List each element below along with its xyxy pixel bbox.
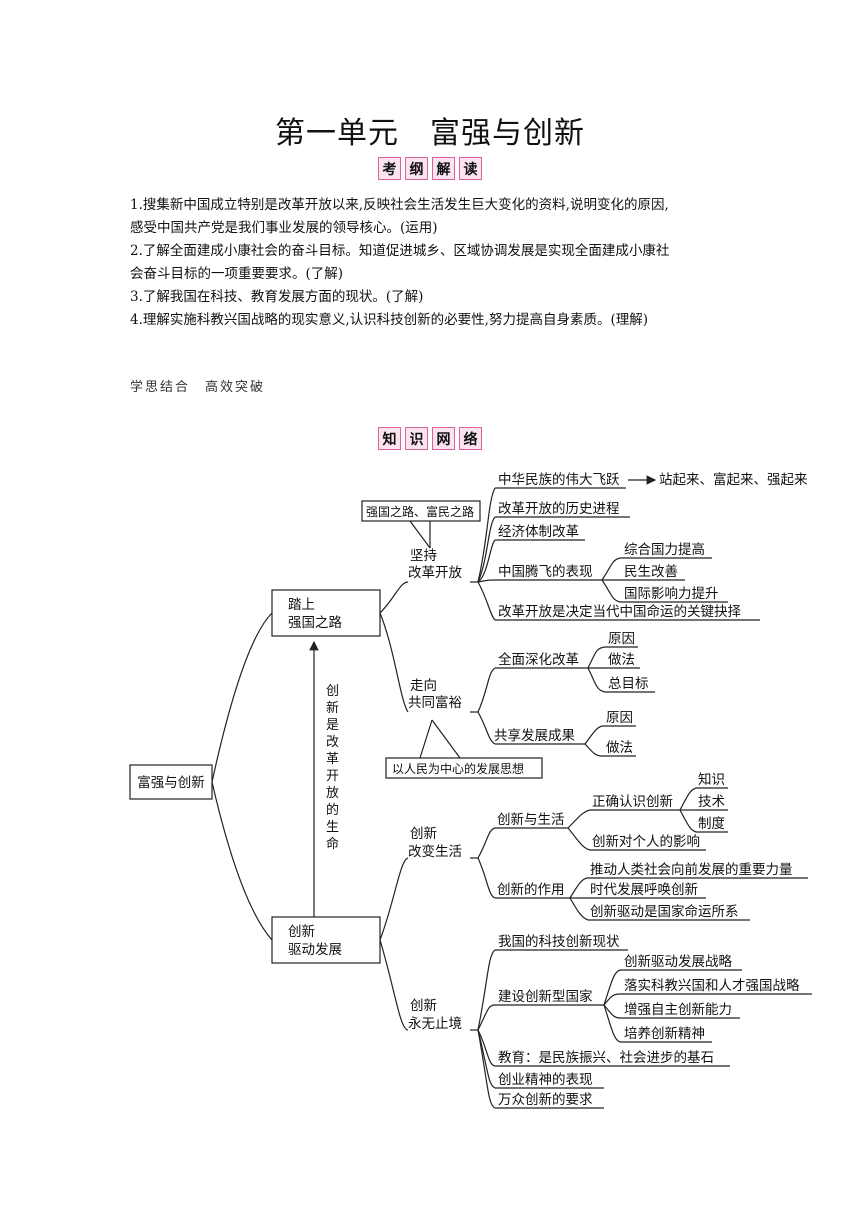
leaf-label: 技术 bbox=[698, 794, 725, 810]
leaf-label: 综合国力提高 bbox=[624, 541, 705, 558]
leaf-label: 创新的作用 bbox=[497, 882, 565, 898]
outline-line: 会奋斗目标的一项重要要求。(了解) bbox=[130, 266, 344, 282]
link-char: 革 bbox=[326, 752, 339, 767]
node-label: 改变生活 bbox=[408, 844, 462, 860]
link-char: 新 bbox=[326, 700, 339, 716]
section-label: 学思结合 高效突破 bbox=[130, 380, 266, 395]
badge-char: 络 bbox=[459, 427, 482, 450]
callout-people: 以人民为中心的发展思想 bbox=[392, 761, 524, 776]
outline-line: 1.搜集新中国成立特别是改革开放以来,反映社会生活发生巨大变化的资料,说明变化的… bbox=[130, 197, 669, 213]
leaf-label: 培养创新精神 bbox=[624, 1026, 705, 1042]
callout-road: 强国之路、富民之路 bbox=[366, 504, 474, 519]
leaf-label: 中华民族的伟大飞跃 bbox=[498, 472, 620, 488]
link-char: 开 bbox=[326, 769, 339, 784]
leaf-label: 知识 bbox=[698, 771, 725, 788]
badge-char: 识 bbox=[405, 427, 428, 450]
leaf-label: 站起来、富起来、强起来 bbox=[659, 471, 808, 488]
branch2-line2: 驱动发展 bbox=[288, 942, 342, 958]
leaf-label: 做法 bbox=[606, 740, 633, 756]
leaf-label: 教育：是民族振兴、社会进步的基石 bbox=[498, 1049, 714, 1066]
node-label: 坚持 bbox=[410, 548, 437, 564]
link-char: 生 bbox=[326, 820, 339, 835]
branch1-line2: 强国之路 bbox=[288, 615, 342, 631]
badge-char: 知 bbox=[378, 427, 401, 450]
link-char: 的 bbox=[326, 802, 339, 818]
leaf-label: 做法 bbox=[608, 652, 635, 668]
outline-line: 4.理解实施科教兴国战略的现实意义,认识科技创新的必要性,努力提高自身素质。(理… bbox=[130, 312, 648, 328]
link-char: 改 bbox=[326, 735, 339, 750]
leaf-label: 创新对个人的影响 bbox=[592, 834, 700, 850]
leaf-label: 创新驱动发展战略 bbox=[624, 954, 732, 970]
leaf-label: 原因 bbox=[608, 631, 635, 647]
outline-line: 2.了解全面建成小康社会的奋斗目标。知道促进城乡、区域协调发展是实现全面建成小康… bbox=[130, 243, 670, 259]
branch1-line1: 踏上 bbox=[288, 597, 315, 613]
node-label: 共同富裕 bbox=[408, 694, 462, 711]
leaf-label: 落实科教兴国和人才强国战略 bbox=[624, 978, 800, 994]
link-char: 创 bbox=[326, 684, 339, 699]
node-label: 创新 bbox=[410, 826, 437, 842]
link-char: 是 bbox=[326, 718, 339, 733]
leaf-label: 创新与生活 bbox=[497, 812, 565, 828]
leaf-label: 制度 bbox=[698, 816, 725, 832]
badge-char: 纲 bbox=[405, 157, 428, 180]
leaf-label: 改革开放的历史进程 bbox=[498, 501, 620, 517]
leaf-label: 建设创新型国家 bbox=[498, 988, 593, 1005]
leaf-label: 推动人类社会向前发展的重要力量 bbox=[590, 861, 793, 878]
leaf-label: 创新驱动是国家命运所系 bbox=[590, 903, 739, 920]
badge-char: 考 bbox=[378, 157, 401, 180]
leaf-label: 经济体制改革 bbox=[498, 524, 579, 540]
node-label: 永无止境 bbox=[408, 1016, 462, 1032]
leaf-label: 创业精神的表现 bbox=[498, 1072, 593, 1088]
leaf-label: 我国的科技创新现状 bbox=[498, 934, 620, 950]
network-badge: 知 识 网 络 bbox=[0, 427, 860, 450]
leaf-label: 改革开放是决定当代中国命运的关键抉择 bbox=[498, 603, 741, 620]
leaf-label: 中国腾飞的表现 bbox=[498, 563, 593, 580]
leaf-label: 民生改善 bbox=[624, 564, 678, 580]
link-char: 放 bbox=[326, 786, 339, 801]
node-label: 走向 bbox=[410, 678, 437, 694]
leaf-label: 原因 bbox=[606, 710, 633, 726]
badge-char: 网 bbox=[432, 427, 455, 450]
vertical-link: 创 新 是 改 革 开 放 的 生 命 bbox=[326, 684, 339, 852]
page-title: 第一单元 富强与创新 bbox=[275, 116, 585, 151]
link-char: 命 bbox=[326, 836, 339, 852]
outline-text: 1.搜集新中国成立特别是改革开放以来,反映社会生活发生巨大变化的资料,说明变化的… bbox=[130, 194, 740, 332]
outline-line: 3.了解我国在科技、教育发展方面的现状。(了解) bbox=[130, 289, 424, 305]
leaf-label: 全面深化改革 bbox=[498, 651, 579, 668]
root-label: 富强与创新 bbox=[137, 774, 205, 791]
node-label: 改革开放 bbox=[408, 565, 462, 581]
badge-char: 读 bbox=[459, 157, 482, 180]
node-label: 创新 bbox=[410, 998, 437, 1014]
leaf-label: 时代发展呼唤创新 bbox=[590, 882, 698, 898]
leaf-label: 增强自主创新能力 bbox=[624, 1002, 732, 1018]
leaf-label: 共享发展成果 bbox=[494, 727, 575, 744]
outline-badge: 考 纲 解 读 bbox=[0, 157, 860, 180]
leaf-label: 总目标 bbox=[608, 676, 649, 692]
badge-char: 解 bbox=[432, 157, 455, 180]
outline-line: 感受中国共产党是我们事业发展的领导核心。(运用) bbox=[130, 220, 438, 236]
leaf-label: 正确认识创新 bbox=[592, 794, 673, 810]
leaf-label: 万众创新的要求 bbox=[498, 1092, 593, 1108]
branch2-line1: 创新 bbox=[288, 924, 315, 940]
leaf-label: 国际影响力提升 bbox=[624, 586, 719, 602]
